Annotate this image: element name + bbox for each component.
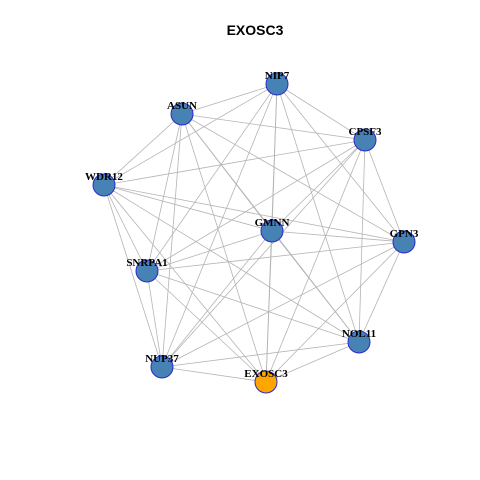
edge-nip7-nol11 (276, 83, 360, 343)
node-label: ASUN (167, 100, 197, 112)
node-exosc3[interactable]: EXOSC3 (244, 368, 288, 394)
node-circle[interactable] (353, 128, 377, 152)
edge-wdr12-snrpa1 (103, 184, 148, 272)
node-label: CPSF3 (349, 126, 383, 138)
edge-cpsf3-gmnn (271, 139, 366, 232)
node-label: EXOSC3 (244, 368, 288, 380)
edge-nip7-nup37 (161, 83, 278, 368)
node-circle[interactable] (392, 230, 416, 254)
node-label: NUP37 (145, 353, 179, 365)
node-label: GMNN (255, 217, 290, 229)
node-circle[interactable] (92, 173, 116, 197)
edge-cpsf3-nup37 (161, 139, 366, 368)
edge-asun-snrpa1 (146, 113, 183, 272)
edge-gpn3-nup37 (161, 241, 405, 368)
node-wdr12[interactable]: WDR12 (85, 171, 123, 197)
edge-layer (103, 83, 405, 383)
edge-snrpa1-nol11 (146, 270, 360, 343)
edge-nip7-gpn3 (276, 83, 405, 243)
edge-asun-wdr12 (103, 113, 183, 186)
node-nip7[interactable]: NIP7 (265, 70, 290, 96)
node-label: NOL11 (342, 328, 376, 340)
node-circle[interactable] (170, 102, 194, 126)
diagram-title: EXOSC3 (227, 22, 284, 38)
node-circle[interactable] (260, 219, 284, 243)
edge-gmnn-nup37 (161, 230, 273, 368)
edge-nip7-asun (181, 83, 278, 115)
edge-gmnn-gpn3 (271, 230, 405, 243)
edge-gpn3-exosc3 (265, 241, 405, 383)
node-label: GPN3 (390, 228, 419, 240)
edge-wdr12-nol11 (103, 184, 360, 343)
edge-snrpa1-nup37 (146, 270, 163, 368)
edge-gmnn-exosc3 (265, 230, 273, 383)
edge-wdr12-nup37 (103, 184, 163, 368)
edge-nol11-exosc3 (265, 341, 360, 383)
node-nol11[interactable]: NOL11 (342, 328, 376, 354)
edge-cpsf3-nol11 (358, 139, 366, 343)
node-label: WDR12 (85, 171, 123, 183)
node-asun[interactable]: ASUN (167, 100, 197, 126)
node-circle[interactable] (150, 355, 174, 379)
edge-wdr12-gmnn (103, 184, 273, 232)
node-label: SNRPA1 (126, 257, 167, 269)
node-nup37[interactable]: NUP37 (145, 353, 179, 379)
edge-snrpa1-exosc3 (146, 270, 267, 383)
node-label: NIP7 (265, 70, 290, 82)
edge-gmnn-nol11 (271, 230, 360, 343)
edge-cpsf3-exosc3 (265, 139, 366, 383)
node-cpsf3[interactable]: CPSF3 (349, 126, 383, 152)
node-snrpa1[interactable]: SNRPA1 (126, 257, 168, 283)
node-circle[interactable] (265, 72, 289, 96)
edge-gmnn-snrpa1 (146, 230, 273, 272)
edge-cpsf3-wdr12 (103, 139, 366, 186)
edge-nip7-snrpa1 (146, 83, 278, 272)
edge-asun-cpsf3 (181, 113, 366, 141)
node-gpn3[interactable]: GPN3 (390, 228, 419, 254)
edge-wdr12-gpn3 (103, 184, 405, 243)
edge-nip7-cpsf3 (276, 83, 366, 141)
node-circle[interactable] (254, 370, 278, 394)
edge-asun-gpn3 (181, 113, 405, 243)
node-circle[interactable] (347, 330, 371, 354)
edge-cpsf3-gpn3 (364, 139, 405, 243)
edge-cpsf3-snrpa1 (146, 139, 366, 272)
edge-gpn3-nol11 (358, 241, 405, 343)
edge-asun-exosc3 (181, 113, 267, 383)
edge-asun-nup37 (161, 113, 183, 368)
edge-nip7-wdr12 (103, 83, 278, 186)
node-gmnn[interactable]: GMNN (255, 217, 290, 243)
edge-nol11-nup37 (161, 341, 360, 368)
edge-gpn3-snrpa1 (146, 241, 405, 272)
edge-nup37-exosc3 (161, 366, 267, 383)
node-circle[interactable] (135, 259, 159, 283)
